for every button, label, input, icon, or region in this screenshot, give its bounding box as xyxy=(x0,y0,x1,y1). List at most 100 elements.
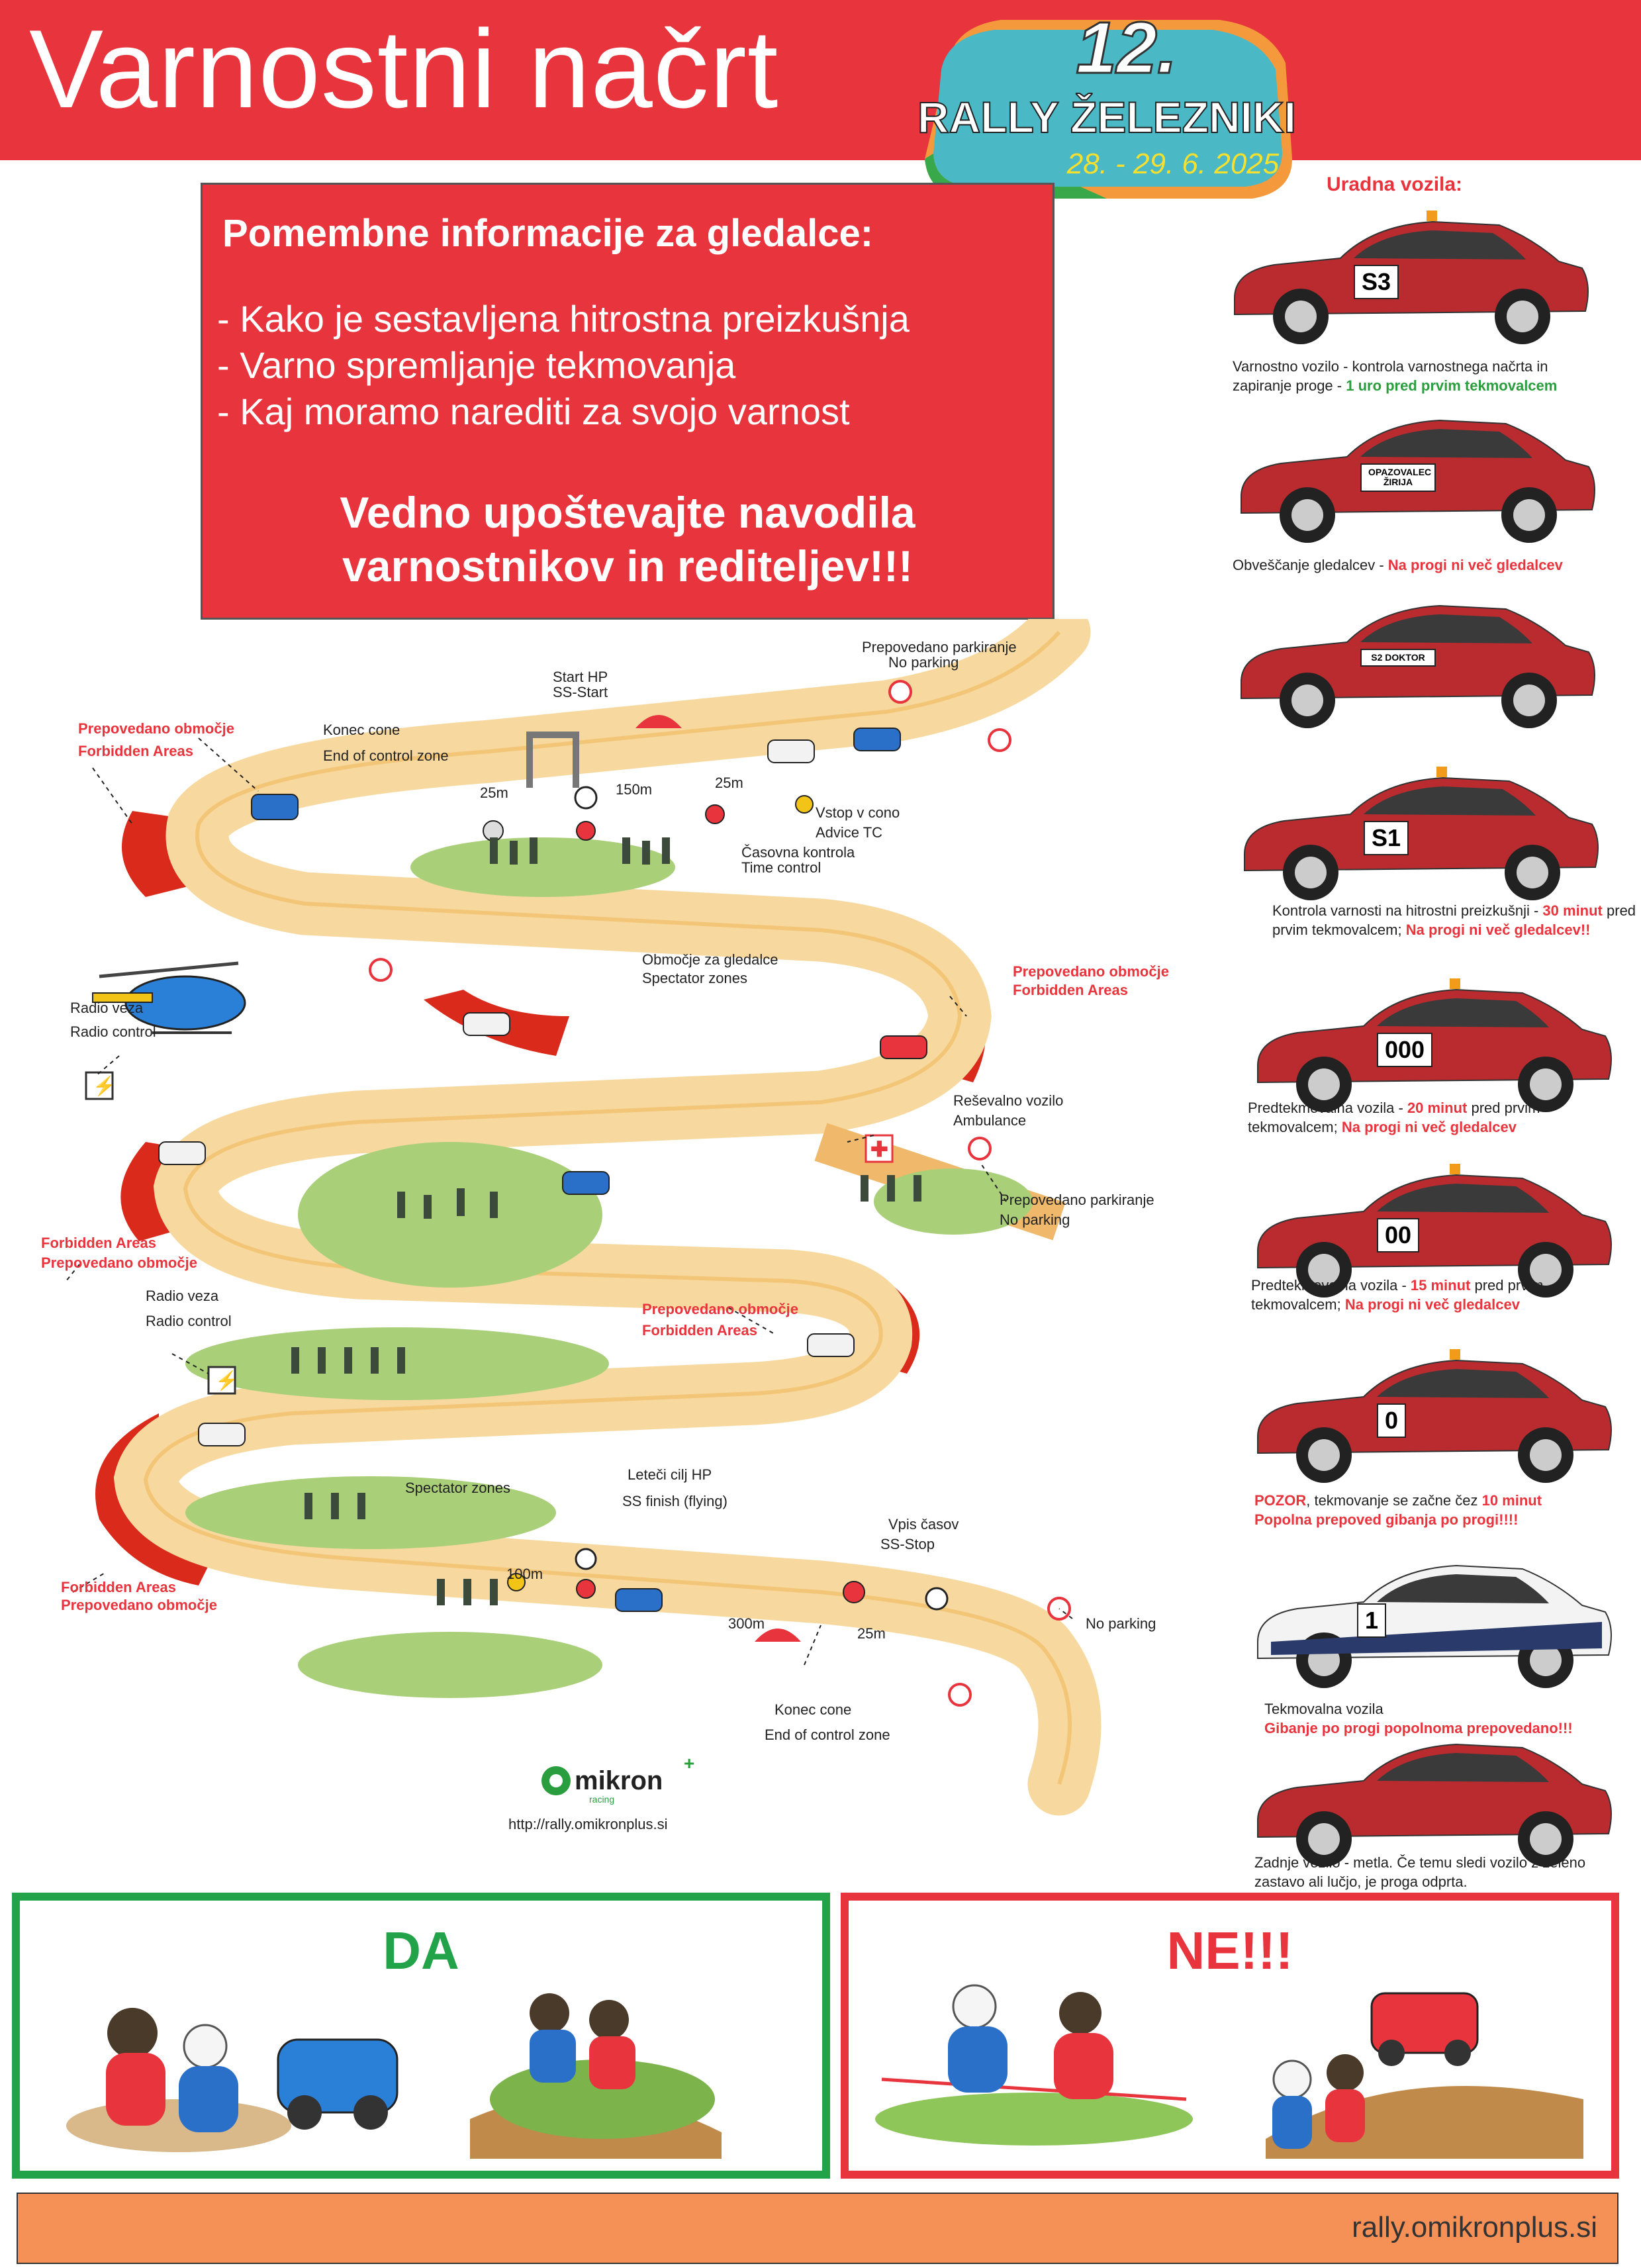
distance-label: 300m xyxy=(728,1615,765,1632)
official-vehicle-5: 00 xyxy=(1244,1152,1615,1307)
map-label: Prepovedano območje xyxy=(1013,963,1169,980)
car-icon xyxy=(1257,1349,1612,1483)
vehicle-plate: S2 DOKTOR xyxy=(1360,649,1436,667)
vehicle-caption: Kontrola varnosti na hitrostni preizkušn… xyxy=(1272,902,1636,938)
vehicle-plate: 000 xyxy=(1377,1033,1433,1067)
vehicle-plate: 0 xyxy=(1377,1403,1407,1438)
vehicle-caption: Obveščanje gledalcev - Na progi ni več g… xyxy=(1233,557,1563,573)
logo-dates: 28. - 29. 6. 2025 xyxy=(1066,148,1280,180)
map-label: Konec cone xyxy=(323,722,400,738)
car-icon xyxy=(1257,1164,1612,1298)
stopwatch-icon xyxy=(574,786,598,810)
spectator-info-box: Pomembne informacije za gledalce: - Kako… xyxy=(201,183,1055,620)
map-label: SS finish (flying) xyxy=(622,1493,727,1509)
dont-label: NE!!! xyxy=(1166,1921,1293,1980)
official-vehicle-1: OPAZOVALEC ŽIRIJA xyxy=(1228,397,1599,553)
do-label: DA xyxy=(383,1921,459,1980)
vehicle-caption: Varnostno vozilo - kontrola varnostnega … xyxy=(1233,358,1558,394)
car-icon xyxy=(1234,211,1589,344)
brand-name: mikron xyxy=(575,1766,663,1795)
car-icon xyxy=(1244,767,1599,900)
ambulance-icon xyxy=(865,1134,894,1163)
distance-label: 100m xyxy=(506,1566,543,1582)
map-label: Radio control xyxy=(70,1023,156,1040)
map-label: End of control zone xyxy=(765,1726,890,1743)
map-label: Vstop v cono xyxy=(816,804,900,821)
map-label: Vpis časov xyxy=(888,1516,959,1533)
helicopter-icon xyxy=(92,961,246,1034)
map-label: No parking xyxy=(1000,1211,1070,1228)
map-label: Radio control xyxy=(146,1313,232,1329)
official-vehicle-7: 1 xyxy=(1244,1542,1615,1698)
official-vehicle-8 xyxy=(1244,1721,1615,1877)
info-bullet: - Varno spremljanje tekmovanja xyxy=(217,344,736,386)
official-vehicle-0: S3 xyxy=(1221,199,1592,354)
car-icon xyxy=(1257,1564,1612,1688)
official-vehicle-3: S1 xyxy=(1231,755,1602,910)
svg-text:⚡: ⚡ xyxy=(215,1370,238,1392)
course-map: ⚡ ⚡ ✚ Prepovedano parkiranje No xyxy=(41,619,1169,1832)
vehicle-caption: Zadnje vozilo - metla. Če temu sledi voz… xyxy=(1254,1854,1586,1890)
svg-text:⚡: ⚡ xyxy=(93,1075,116,1097)
car-icon xyxy=(1257,978,1612,1112)
distance-label: 25m xyxy=(480,784,508,801)
map-label: Prepovedano območje xyxy=(61,1597,217,1613)
do-illustration xyxy=(66,1993,722,2159)
umbrella-icon xyxy=(635,715,682,728)
map-label: Forbidden Areas xyxy=(78,743,193,759)
vehicle-plate: OPAZOVALEC ŽIRIJA xyxy=(1360,463,1436,492)
info-bullet: - Kako je sestavljena hitrostna preizkuš… xyxy=(217,298,910,340)
radio-icon xyxy=(207,1366,236,1395)
vehicle-plate: 1 xyxy=(1357,1603,1387,1638)
map-label: Time control xyxy=(741,859,821,876)
vehicle-plate: S1 xyxy=(1364,821,1409,855)
official-vehicle-6: 0 xyxy=(1244,1337,1615,1493)
map-label: Reševalno vozilo xyxy=(953,1092,1063,1109)
map-label: Forbidden Areas xyxy=(1013,982,1128,998)
map-label: Prepovedano parkiranje xyxy=(1000,1192,1154,1208)
start-gate-icon xyxy=(526,732,579,788)
umbrella-icon xyxy=(755,1629,801,1642)
footer-url[interactable]: rally.omikronplus.si xyxy=(1352,2211,1597,2244)
map-label: No parking xyxy=(1086,1615,1156,1632)
stopwatch-icon xyxy=(575,1548,597,1570)
info-bullet: - Kaj moramo narediti za svojo varnost xyxy=(217,391,850,432)
map-label: SS-Stop xyxy=(880,1536,935,1552)
vehicles-heading: Uradna vozila: xyxy=(1327,173,1463,195)
vehicle-plate: 00 xyxy=(1377,1218,1420,1252)
do-panel: DA xyxy=(12,1893,830,2179)
distance-label: 25m xyxy=(715,775,743,791)
footer-bar: rally.omikronplus.si xyxy=(17,2193,1618,2264)
time-control-icon xyxy=(705,804,725,824)
map-label: Forbidden Areas xyxy=(61,1579,176,1595)
tc-advice-icon xyxy=(795,795,814,814)
rally-logo: 12. RALLY ŽELEZNIKI 28. - 29. 6. 2025 xyxy=(917,7,1297,199)
map-label: Konec cone xyxy=(774,1701,851,1718)
dont-illustration xyxy=(875,1984,1583,2159)
warning-line: varnostnikov in rediteljev!!! xyxy=(342,541,913,591)
track-cars xyxy=(158,728,927,1612)
map-url: http://rally.omikronplus.si xyxy=(508,1816,667,1832)
car-icon xyxy=(1257,1743,1612,1867)
spectators xyxy=(291,837,921,1605)
map-label: Prepovedano območje xyxy=(41,1254,197,1271)
map-label: No parking xyxy=(888,654,959,671)
map-label: Območje za gledalce xyxy=(642,951,778,968)
distance-label: 150m xyxy=(616,781,652,798)
map-label: Ambulance xyxy=(953,1112,1026,1129)
no-parking-icons xyxy=(369,680,1071,1707)
header-banner xyxy=(0,0,1641,160)
map-label: Prepovedano območje xyxy=(78,720,234,737)
info-warning: Vedno upoštevajte navodila varnostnikov … xyxy=(203,486,1053,592)
map-label: Leteči cilj HP xyxy=(628,1466,712,1483)
map-label: Prepovedano območje xyxy=(642,1301,798,1317)
spectator-zone-shapes xyxy=(185,837,1033,1698)
distance-label: 25m xyxy=(857,1625,886,1642)
map-label: Advice TC xyxy=(816,824,882,841)
map-label: Forbidden Areas xyxy=(41,1235,156,1251)
info-heading: Pomembne informacije za gledalce: xyxy=(222,212,874,255)
official-vehicle-2: S2 DOKTOR xyxy=(1228,583,1599,738)
brand-sub: racing xyxy=(589,1794,614,1805)
